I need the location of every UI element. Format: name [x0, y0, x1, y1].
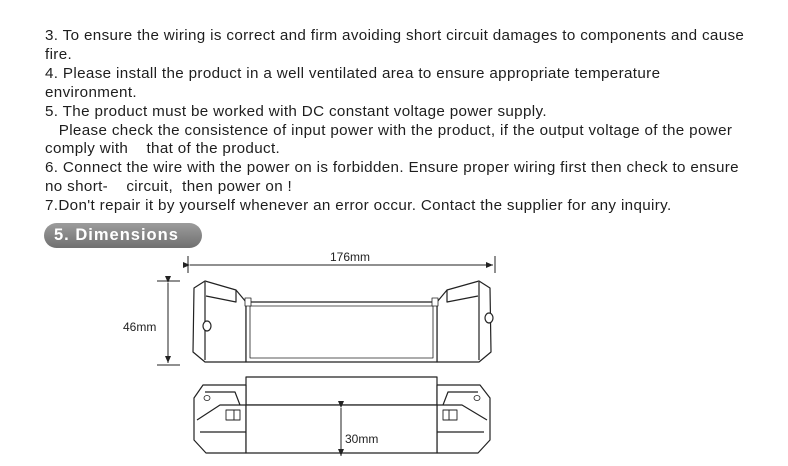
length-dimension: 176mm [183, 250, 496, 273]
height-label: 46mm [123, 320, 156, 334]
instruction-item-4: 4. Please install the product in a well … [45, 64, 665, 101]
top-view-outline [192, 280, 494, 363]
height-dimension: 46mm [123, 276, 180, 366]
instruction-item-3: 3. To ensure the wiring is correct and f… [45, 27, 749, 63]
instruction-item-5-note: Please check the consistence of input po… [45, 121, 737, 158]
depth-dimension: 30mm [338, 401, 378, 456]
instruction-item-5: 5. The product must be worked with DC co… [45, 102, 547, 120]
depth-label: 30mm [345, 432, 378, 446]
instruction-item-7: 7.Don't repair it by yourself whenever a… [45, 197, 672, 215]
instruction-item-6: 6. Connect the wire with the power on is… [45, 159, 744, 196]
side-view-outline [193, 376, 491, 454]
section-heading-dimensions: 5. Dimensions [44, 223, 202, 248]
safety-instructions: 3. To ensure the wiring is correct and f… [45, 27, 755, 216]
length-label: 176mm [330, 250, 370, 264]
